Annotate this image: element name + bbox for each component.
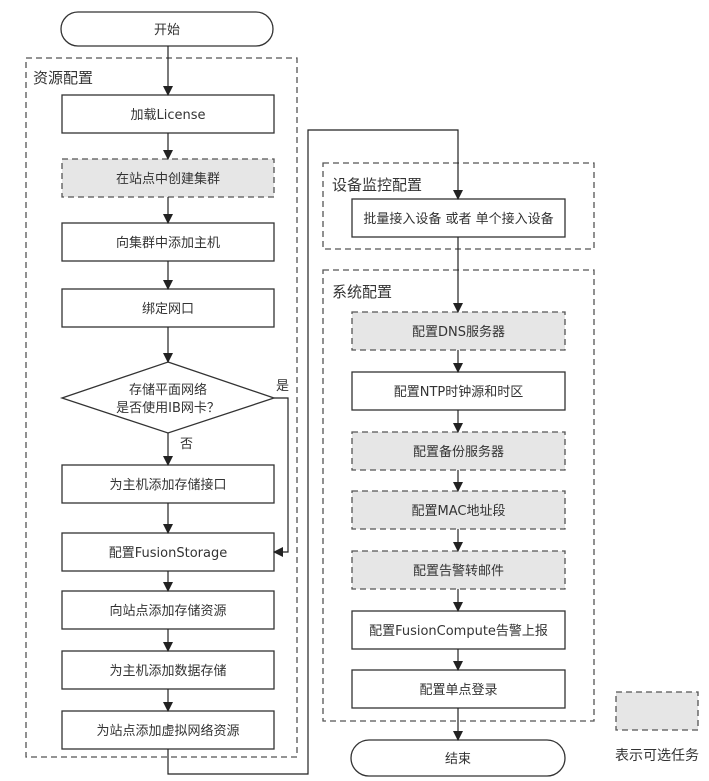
end-node: 结束 [350, 739, 566, 777]
step-resource-5: 为主机添加存储接口 [61, 464, 275, 504]
decision-no-label: 否 [180, 437, 193, 452]
step-system-1-box [351, 311, 566, 351]
step-resource-4: 绑定网口 [61, 288, 275, 328]
step-resource-6: 配置FusionStorage [61, 532, 275, 572]
step-resource-3: 向集群中添加主机 [61, 222, 275, 262]
legend-label: 表示可选任务 [615, 748, 699, 764]
step-resource-4-label: 绑定网口 [142, 302, 194, 317]
step-system-5-label: 配置告警转邮件 [413, 563, 504, 579]
group-monitor-label: 设备监控配置 [332, 176, 422, 194]
step-resource-3-label: 向集群中添加主机 [116, 235, 220, 251]
step-resource-1: 加载License [61, 94, 275, 134]
step-resource-2-box [61, 158, 275, 198]
step-system-1-label: 配置DNS服务器 [412, 324, 505, 340]
step-system-7-box [351, 669, 566, 709]
step-system-3-box [351, 431, 566, 471]
step-monitor-1: 批量接入设备 或者 单个接入设备 [351, 198, 566, 238]
step-monitor-1-box [351, 198, 566, 238]
step-system-2-label: 配置NTP时钟源和时区 [394, 384, 524, 400]
start-label: 开始 [154, 23, 180, 38]
step-system-4-label: 配置MAC地址段 [412, 504, 506, 519]
step-system-2: 配置NTP时钟源和时区 [351, 371, 566, 411]
decision-node: 存储平面网络 是否使用IB网卡？ [59, 361, 277, 434]
step-resource-7-label: 向站点添加存储资源 [109, 603, 226, 619]
decision-line2: 是否使用IB网卡？ [116, 400, 220, 416]
group-resource-label: 资源配置 [33, 69, 93, 87]
group-system-label: 系统配置 [332, 283, 392, 301]
decision-yes-label: 是 [276, 379, 289, 394]
step-resource-5-box [61, 464, 275, 504]
step-resource-8-box [61, 650, 275, 690]
step-system-3: 配置备份服务器 [351, 431, 566, 471]
step-monitor-1-label: 批量接入设备 或者 单个接入设备 [363, 211, 553, 227]
step-system-6-label: 配置FusionCompute告警上报 [369, 623, 548, 639]
step-resource-6-label: 配置FusionStorage [109, 546, 227, 561]
step-resource-3-box [61, 222, 275, 262]
step-resource-5-label: 为主机添加存储接口 [109, 477, 226, 493]
step-resource-2-label: 在站点中创建集群 [116, 171, 220, 187]
step-system-6: 配置FusionCompute告警上报 [351, 610, 566, 650]
step-system-7-label: 配置单点登录 [419, 683, 497, 698]
step-system-4: 配置MAC地址段 [351, 490, 566, 530]
step-system-5-box [351, 550, 566, 590]
legend: 表示可选任务 [615, 691, 699, 764]
step-system-4-box [351, 490, 566, 530]
group-resource [25, 57, 298, 758]
step-resource-8: 为主机添加数据存储 [61, 650, 275, 690]
connector-12 [167, 129, 463, 775]
step-system-2-box [351, 371, 566, 411]
step-resource-9-label: 为站点添加虚拟网络资源 [96, 723, 239, 739]
step-system-7: 配置单点登录 [351, 669, 566, 709]
step-resource-2: 在站点中创建集群 [61, 158, 275, 198]
decision-line1: 存储平面网络 [129, 382, 207, 398]
step-system-5: 配置告警转邮件 [351, 550, 566, 590]
step-resource-8-label: 为主机添加数据存储 [109, 664, 226, 679]
connector-7 [273, 397, 289, 557]
legend-optional-swatch [615, 691, 699, 731]
step-resource-9: 为站点添加虚拟网络资源 [61, 710, 275, 750]
step-resource-7: 向站点添加存储资源 [61, 590, 275, 630]
step-system-1: 配置DNS服务器 [351, 311, 566, 351]
end-label: 结束 [445, 752, 471, 767]
step-system-3-label: 配置备份服务器 [413, 444, 504, 460]
step-resource-1-label: 加载License [130, 108, 205, 123]
start-node: 开始 [60, 11, 274, 47]
